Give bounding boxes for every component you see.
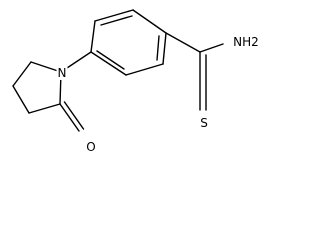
oxygen-label: O [85, 140, 97, 154]
carbonyl-bond-2 [63, 101, 85, 130]
benzene-bond-5 [125, 63, 164, 76]
nitrogen-label: N [56, 66, 68, 80]
thioamide-group [165, 32, 224, 111]
benzene-bond-4 [162, 32, 167, 65]
benzene-bond-1 [90, 20, 96, 53]
sulfur-label: S [199, 116, 209, 130]
bond-c5-c4 [12, 61, 32, 87]
bond-n-c5 [30, 61, 62, 73]
amide-nh2-label: NH2 [232, 35, 260, 49]
benzene-inner-bond-1 [100, 15, 133, 26]
carbonyl-bond-1 [59, 103, 80, 132]
benzene-inner-bond-2 [156, 35, 160, 61]
pyrrolidinone-ring [12, 61, 85, 132]
bond-c4-c3 [12, 85, 30, 114]
benzene-bond-6 [90, 51, 127, 76]
structure-canvas: N O NH2 S [12, 9, 260, 154]
benzene-bond-3 [132, 9, 167, 34]
structure-drawing [12, 9, 224, 132]
benzene-ring [90, 9, 167, 76]
bond-aryl-cs [165, 32, 201, 53]
bond-c3-c2 [28, 103, 61, 114]
benzene-bond-2 [94, 9, 134, 22]
benzene-inner-bond-3 [96, 50, 125, 70]
bond-c-nh2 [199, 43, 224, 53]
